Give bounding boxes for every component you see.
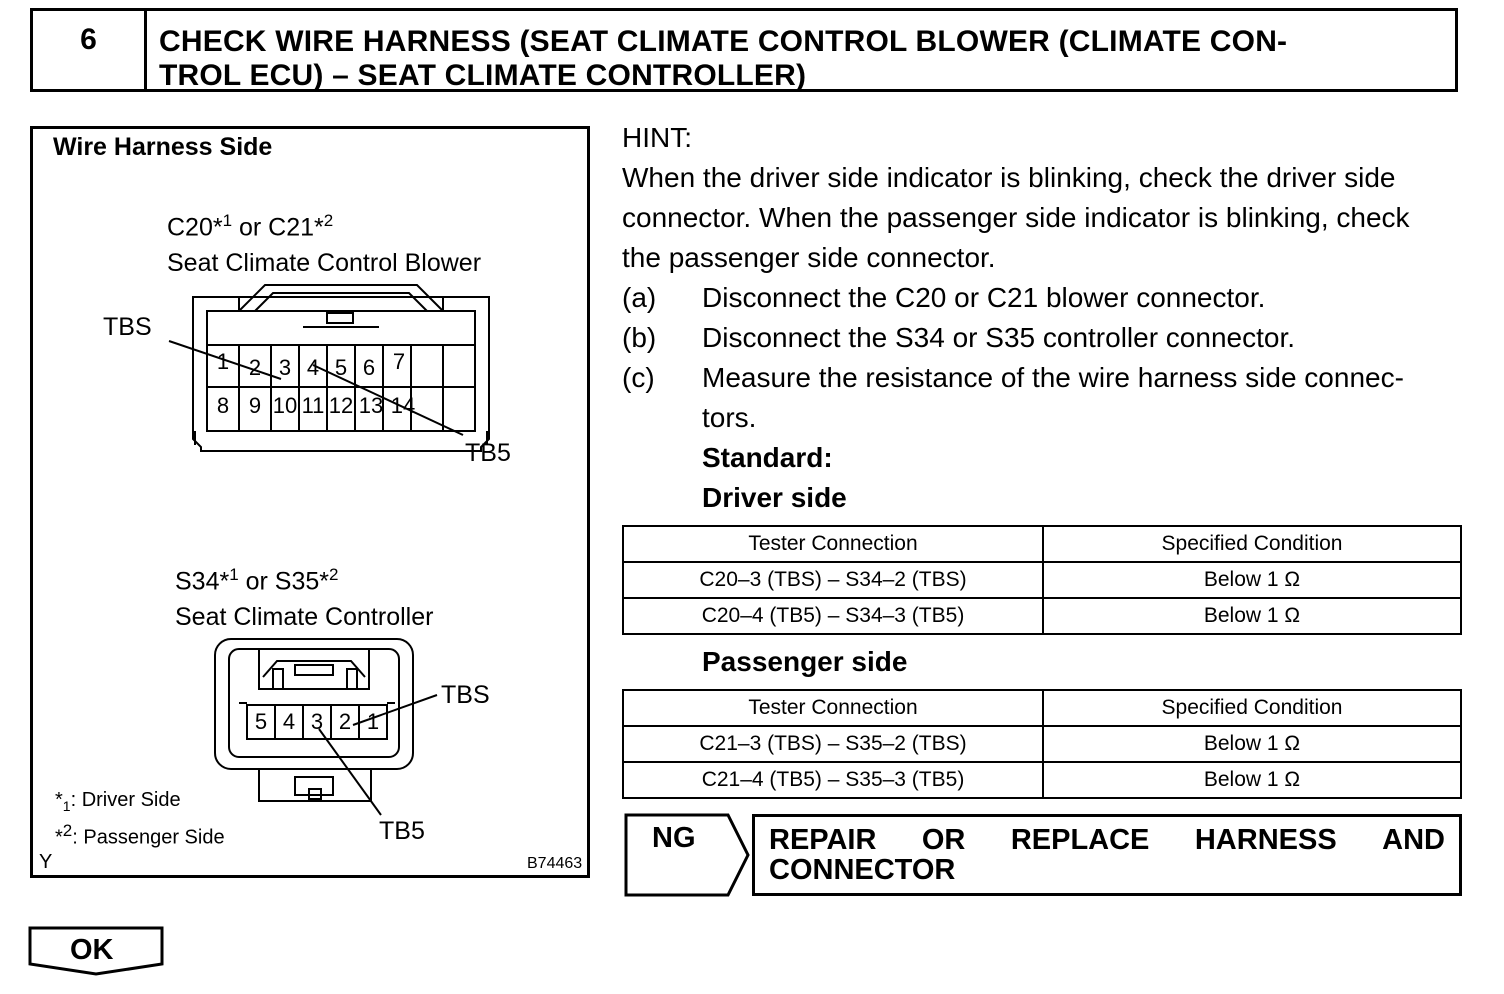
ng-action-word: OR bbox=[921, 824, 966, 856]
step-c-text: Measure the resistance of the wire harne… bbox=[702, 362, 1404, 393]
connector1-pin-12: 12 bbox=[328, 393, 354, 418]
specified-condition-cell: Below 1 Ω bbox=[1042, 725, 1462, 763]
driver-side-label: Driver side bbox=[702, 482, 847, 513]
tester-connection-cell: C21–4 (TB5) – S35–3 (TB5) bbox=[622, 761, 1044, 799]
connector-diagram: Wire Harness Side C20*1 or C21*2 Seat Cl… bbox=[30, 126, 590, 878]
header-specified-condition: Specified Condition bbox=[1042, 525, 1462, 563]
connector2-pin-2: 2 bbox=[338, 709, 352, 734]
step-a-text: Disconnect the C20 or C21 blower connect… bbox=[702, 282, 1266, 313]
ng-action-line2: CONNECTOR bbox=[769, 854, 956, 886]
ng-action-word: REPLACE bbox=[1010, 824, 1150, 856]
diagram-title: Wire Harness Side bbox=[53, 133, 273, 161]
connector1-pin-10: 10 bbox=[272, 393, 298, 418]
standard-label: Standard: bbox=[702, 442, 833, 473]
passenger-spec-table: Tester Connection Specified Condition C2… bbox=[622, 689, 1462, 799]
connector2-pin-1: 1 bbox=[366, 709, 380, 734]
header-specified-condition: Specified Condition bbox=[1042, 689, 1462, 727]
tester-connection-cell: C20–3 (TBS) – S34–2 (TBS) bbox=[622, 561, 1044, 599]
step-b-text: Disconnect the S34 or S35 controller con… bbox=[702, 322, 1296, 353]
connector2-tb5-label: TB5 bbox=[379, 817, 425, 845]
connector1-pin-6: 6 bbox=[362, 355, 376, 380]
step-title-line2: TROL ECU) – SEAT CLIMATE CONTROLLER) bbox=[159, 59, 807, 92]
connector-drawing bbox=[168, 284, 490, 816]
connector1-pin-8: 8 bbox=[216, 393, 230, 418]
step-title-line1: CHECK WIRE HARNESS (SEAT CLIMATE CONTROL… bbox=[159, 25, 1288, 58]
step-number: 6 bbox=[33, 11, 147, 89]
table-header-row: Tester Connection Specified Condition bbox=[622, 525, 1462, 563]
ng-action-word: HARNESS bbox=[1194, 824, 1337, 856]
table-header-row: Tester Connection Specified Condition bbox=[622, 689, 1462, 727]
connector2-pin-4: 4 bbox=[282, 709, 296, 734]
ng-action-box: REPAIR OR REPLACE HARNESS AND CONNECTOR bbox=[752, 814, 1462, 896]
connector1-tbs-label: TBS bbox=[103, 313, 152, 341]
ng-action-word: REPAIR bbox=[769, 824, 877, 856]
step-b-key: (b) bbox=[622, 322, 657, 353]
connector1-pin-7: 7 bbox=[392, 349, 406, 374]
corner-code-left: Y bbox=[39, 851, 53, 873]
connector2-id: S34*1 or S35*2 bbox=[175, 565, 339, 596]
ng-action-word: AND bbox=[1382, 824, 1445, 856]
driver-spec-table: Tester Connection Specified Condition C2… bbox=[622, 525, 1462, 635]
tester-connection-cell: C21–3 (TBS) – S35–2 (TBS) bbox=[622, 725, 1044, 763]
connector2-name: Seat Climate Controller bbox=[175, 603, 434, 631]
footnote-driver: *1: Driver Side bbox=[55, 789, 181, 814]
header-tester-connection: Tester Connection bbox=[622, 689, 1044, 727]
ok-label: OK bbox=[70, 934, 114, 966]
connector2-pin-5: 5 bbox=[254, 709, 268, 734]
connector1-name: Seat Climate Control Blower bbox=[167, 249, 482, 277]
connector1-pin-1: 1 bbox=[216, 349, 230, 374]
header-tester-connection: Tester Connection bbox=[622, 525, 1044, 563]
connector2-tbs-label: TBS bbox=[441, 681, 490, 709]
footnote-passenger: *2: Passenger Side bbox=[55, 821, 225, 849]
connector1-pin-4: 4 bbox=[306, 355, 320, 380]
specified-condition-cell: Below 1 Ω bbox=[1042, 761, 1462, 799]
step-title: CHECK WIRE HARNESS (SEAT CLIMATE CONTROL… bbox=[147, 11, 1455, 92]
ng-arrow-shape bbox=[624, 813, 750, 897]
step-c-key: (c) bbox=[622, 362, 655, 393]
step-header: 6 CHECK WIRE HARNESS (SEAT CLIMATE CONTR… bbox=[30, 8, 1458, 92]
specified-condition-cell: Below 1 Ω bbox=[1042, 561, 1462, 599]
hint-line3: the passenger side connector. bbox=[622, 242, 996, 273]
step-a-key: (a) bbox=[622, 282, 657, 313]
connector1-pin-9: 9 bbox=[248, 393, 262, 418]
table-row: C21–4 (TB5) – S35–3 (TB5) Below 1 Ω bbox=[622, 761, 1462, 799]
ok-arrow-shape bbox=[28, 926, 164, 976]
connector1-id: C20*1 or C21*2 bbox=[167, 211, 334, 242]
connector1-pin-14: 14 bbox=[390, 393, 416, 418]
connector1-tb5-label: TB5 bbox=[465, 439, 511, 467]
ng-action-line1: REPAIR OR REPLACE HARNESS AND bbox=[769, 825, 1445, 855]
connector1-pin-2: 2 bbox=[248, 355, 262, 380]
figure-id: B74463 bbox=[527, 855, 583, 872]
step-c-text-continued: tors. bbox=[702, 402, 757, 433]
specified-condition-cell: Below 1 Ω bbox=[1042, 597, 1462, 635]
ng-label: NG bbox=[652, 822, 696, 854]
connector2-pin-3: 3 bbox=[310, 709, 324, 734]
table-row: C20–4 (TB5) – S34–3 (TB5) Below 1 Ω bbox=[622, 597, 1462, 635]
passenger-side-label: Passenger side bbox=[702, 646, 908, 677]
connector1-pin-3: 3 bbox=[278, 355, 292, 380]
table-row: C21–3 (TBS) – S35–2 (TBS) Below 1 Ω bbox=[622, 725, 1462, 763]
connector1-pin-13: 13 bbox=[358, 393, 384, 418]
connector1-pin-5: 5 bbox=[334, 355, 348, 380]
connector1-pin-11: 11 bbox=[301, 393, 325, 418]
table-row: C20–3 (TBS) – S34–2 (TBS) Below 1 Ω bbox=[622, 561, 1462, 599]
hint-line1: When the driver side indicator is blinki… bbox=[622, 162, 1396, 193]
hint-line2: connector. When the passenger side indic… bbox=[622, 202, 1410, 233]
hint-heading: HINT: bbox=[622, 122, 692, 153]
tester-connection-cell: C20–4 (TB5) – S34–3 (TB5) bbox=[622, 597, 1044, 635]
